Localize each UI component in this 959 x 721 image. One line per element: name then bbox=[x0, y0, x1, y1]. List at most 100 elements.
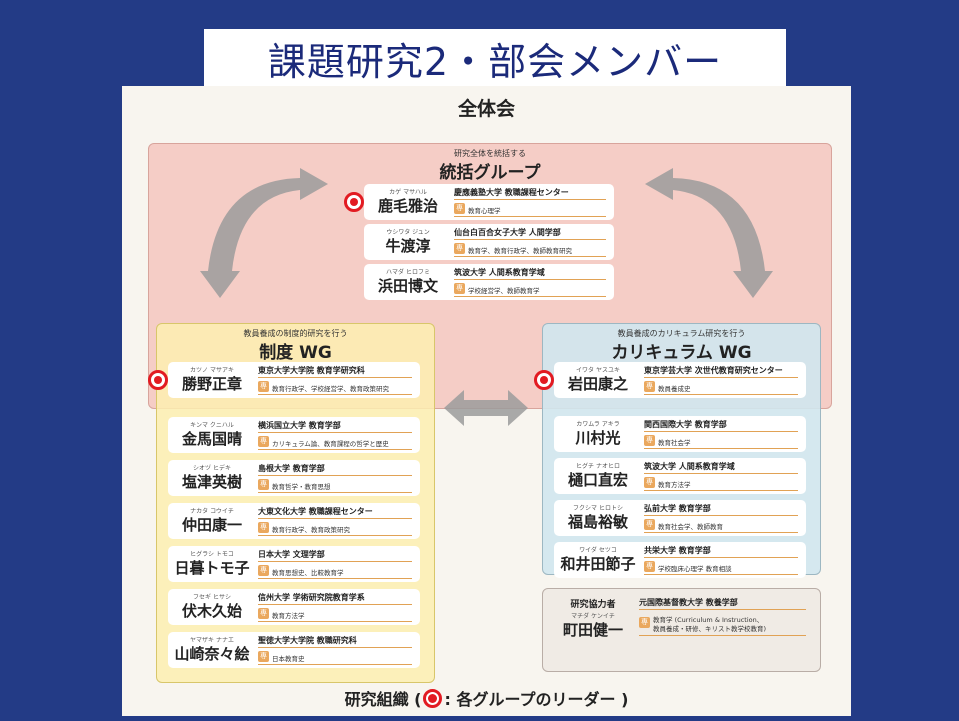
divider bbox=[258, 518, 412, 519]
member-affiliation: 弘前大学 教育学部 bbox=[644, 504, 711, 513]
member-specialty: 教育社会学、教師教育 bbox=[658, 523, 723, 531]
member-kana: キンマ クニハル bbox=[190, 422, 234, 429]
divider bbox=[258, 604, 412, 605]
member-name: 日暮トモ子 bbox=[174, 559, 250, 577]
divider bbox=[454, 199, 606, 200]
divider bbox=[258, 664, 412, 665]
divider bbox=[644, 515, 798, 516]
member-affiliation: 筑波大学 人間系教育学域 bbox=[644, 462, 735, 471]
member-kana: イワタ ヤスユキ bbox=[576, 367, 620, 374]
member-kana: カツノ マサアキ bbox=[190, 367, 234, 374]
leader-mark-icon bbox=[423, 689, 443, 708]
caption-suffix: : 各グループのリーダー ) bbox=[444, 690, 629, 709]
specialty-icon: 専 bbox=[639, 617, 650, 628]
member-name: 福島裕敏 bbox=[567, 513, 628, 531]
member-specialty: 教育方法学 bbox=[272, 612, 305, 620]
group-name: 統括グループ bbox=[439, 163, 541, 183]
specialty-icon: 専 bbox=[258, 608, 269, 619]
slide-title-box: 課題研究2・部会メンバー bbox=[204, 29, 786, 87]
member-card: ハマダ ヒロフミ浜田博文筑波大学 人間系教育学域専学校経営学、教師教育学 bbox=[364, 264, 614, 300]
member-kana: フクシマ ヒロトシ bbox=[573, 505, 623, 512]
member-kana: カワムラ アキラ bbox=[576, 421, 620, 428]
member-affiliation: 大東文化大学 教職課程センター bbox=[258, 507, 373, 516]
divider bbox=[644, 473, 798, 474]
member-specialty-line1: 教育学 (Curriculum & Instruction、 bbox=[653, 616, 764, 624]
group-name: 制度 WG bbox=[259, 343, 332, 363]
divider bbox=[644, 431, 798, 432]
member-affiliation: 筑波大学 人間系教育学域 bbox=[454, 268, 545, 277]
member-affiliation: 信州大学 学術研究院教育学系 bbox=[258, 593, 365, 602]
member-card: イワタ ヤスユキ岩田康之東京学芸大学 次世代教育研究センター専教員養成史 bbox=[554, 362, 806, 398]
specialty-icon: 専 bbox=[454, 203, 465, 214]
specialty-icon: 専 bbox=[454, 243, 465, 254]
leader-mark-icon bbox=[148, 370, 168, 390]
member-card: カゲ マサハル鹿毛雅治慶應義塾大学 教職課程センター専教育心理学 bbox=[364, 184, 614, 220]
divider bbox=[454, 256, 606, 257]
divider bbox=[258, 432, 412, 433]
specialty-icon: 専 bbox=[644, 435, 655, 446]
double-arrow-center bbox=[444, 390, 528, 426]
member-kana: ヤマザキ ナナエ bbox=[190, 637, 234, 644]
divider bbox=[644, 532, 798, 533]
group-subtitle: 教員養成の制度的研究を行う bbox=[243, 329, 348, 338]
member-kana: ヒグチ ナオヒロ bbox=[576, 463, 620, 470]
divider bbox=[639, 635, 806, 636]
divider bbox=[258, 394, 412, 395]
member-name: 山崎奈々絵 bbox=[174, 645, 250, 663]
divider bbox=[258, 492, 412, 493]
member-affiliation: 聖徳大学大学院 教職研究科 bbox=[258, 636, 357, 645]
member-name: 金馬国晴 bbox=[181, 430, 242, 448]
member-specialty: 日本教育史 bbox=[272, 655, 305, 663]
member-affiliation: 共栄大学 教育学部 bbox=[644, 546, 711, 555]
member-name: 浜田博文 bbox=[377, 277, 438, 295]
divider bbox=[644, 394, 798, 395]
member-card: ヒグチ ナオヒロ樋口直宏筑波大学 人間系教育学域専教育方法学 bbox=[554, 458, 806, 494]
member-card: カツノ マサアキ勝野正章東京大学大学院 教育学研究科専教育行政学、学校経営学、教… bbox=[168, 362, 420, 398]
divider bbox=[258, 377, 412, 378]
divider bbox=[644, 448, 798, 449]
divider bbox=[454, 279, 606, 280]
member-card: ヤマザキ ナナエ山崎奈々絵聖徳大学大学院 教職研究科専日本教育史 bbox=[168, 632, 420, 668]
slide-title: 課題研究2・部会メンバー bbox=[267, 39, 723, 84]
member-affiliation: 東京学芸大学 次世代教育研究センター bbox=[644, 366, 783, 375]
specialty-icon: 専 bbox=[644, 477, 655, 488]
divider bbox=[454, 216, 606, 217]
specialty-icon: 専 bbox=[258, 436, 269, 447]
member-affiliation: 仙台白百合女子大学 人間学部 bbox=[454, 228, 561, 237]
member-kana: マチダ ケンイチ bbox=[571, 613, 615, 620]
caption-prefix: 研究組織 ( bbox=[344, 690, 422, 709]
member-affiliation: 島根大学 教育学部 bbox=[258, 464, 325, 473]
member-name: 鹿毛雅治 bbox=[377, 197, 438, 215]
member-affiliation: 元国際基督教大学 教養学部 bbox=[639, 598, 738, 607]
specialty-icon: 専 bbox=[258, 565, 269, 576]
member-kana: カゲ マサハル bbox=[389, 189, 427, 196]
specialty-icon: 専 bbox=[258, 479, 269, 490]
member-name: 牛渡淳 bbox=[385, 237, 431, 255]
member-specialty-line2: 教員養成・研修、キリスト教学校教育) bbox=[653, 625, 767, 633]
member-specialty: 教育学、教育行政学、教師教育研究 bbox=[468, 247, 572, 255]
member-specialty: 教育思想史、比較教育学 bbox=[272, 569, 344, 577]
divider bbox=[454, 239, 606, 240]
member-specialty: 教員養成史 bbox=[658, 385, 691, 393]
specialty-icon: 専 bbox=[258, 651, 269, 662]
group-subtitle: 教員養成のカリキュラム研究を行う bbox=[617, 329, 746, 338]
specialty-icon: 専 bbox=[258, 522, 269, 533]
member-name: 塩津英樹 bbox=[181, 473, 242, 491]
divider bbox=[639, 609, 806, 610]
specialty-icon: 専 bbox=[644, 381, 655, 392]
divider bbox=[258, 578, 412, 579]
divider bbox=[644, 557, 798, 558]
curved-arrow-left bbox=[200, 168, 328, 298]
group-subtitle: 研究全体を統括する bbox=[454, 149, 526, 158]
member-card: シオヅ ヒデキ塩津英樹島根大学 教育学部専教育哲学・教育思想 bbox=[168, 460, 420, 496]
member-name: 町田健一 bbox=[562, 621, 623, 639]
member-card: フセギ ヒサシ伏木久始信州大学 学術研究院教育学系専教育方法学 bbox=[168, 589, 420, 625]
divider bbox=[258, 647, 412, 648]
member-affiliation: 東京大学大学院 教育学研究科 bbox=[258, 366, 365, 375]
member-card: フクシマ ヒロトシ福島裕敏弘前大学 教育学部専教育社会学、教師教育 bbox=[554, 500, 806, 536]
member-kana: ウシワタ ジュン bbox=[386, 229, 430, 236]
organization-diagram: 全体会 研究全体を統括する 統括グループ 教員養成の制度的研究を行う 制度 WG… bbox=[122, 86, 851, 716]
member-affiliation: 慶應義塾大学 教職課程センター bbox=[454, 188, 569, 197]
member-card: ヒグラシ トモコ日暮トモ子日本大学 文理学部専教育思想史、比較教育学 bbox=[168, 546, 420, 582]
